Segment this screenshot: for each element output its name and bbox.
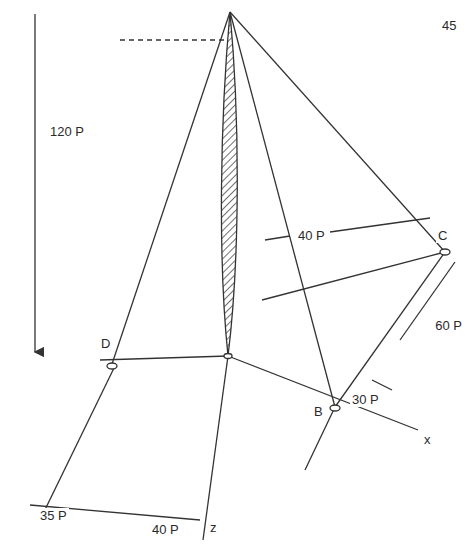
dimension-label: C [436, 228, 449, 243]
dimension-label: 30 P [350, 392, 381, 407]
dimension-label: x [422, 432, 433, 447]
dimension-label: 35 P [38, 508, 69, 523]
dimension-label: 40 P [296, 228, 327, 243]
dimension-label: D [99, 336, 112, 351]
dimension-label: 40 P [150, 522, 181, 537]
dimension-label: 120 P [48, 124, 86, 139]
dimension-label: z [208, 520, 219, 535]
dimension-label: 45 [440, 18, 458, 33]
dimension-label: B [312, 404, 325, 419]
dimension-label: 60 P [433, 318, 464, 333]
